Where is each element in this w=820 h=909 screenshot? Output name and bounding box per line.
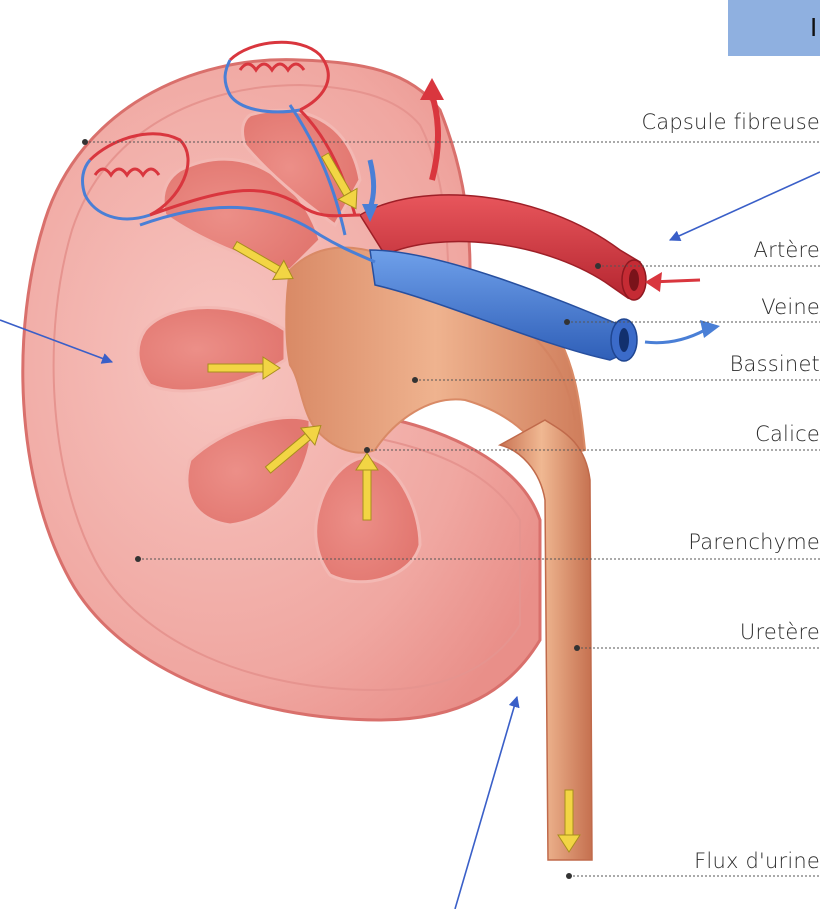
label-calice: Calice — [755, 422, 820, 446]
label-uretere: Uretère — [740, 620, 820, 644]
label-bassinet: Bassinet — [730, 352, 820, 376]
label-capsule-fibreuse: Capsule fibreuse — [641, 110, 820, 134]
label-veine: Veine — [761, 295, 820, 319]
label-parenchyme: Parenchyme — [688, 530, 820, 554]
label-artere: Artère — [754, 238, 820, 262]
label-flux-urine: Flux d'urine — [694, 849, 820, 873]
